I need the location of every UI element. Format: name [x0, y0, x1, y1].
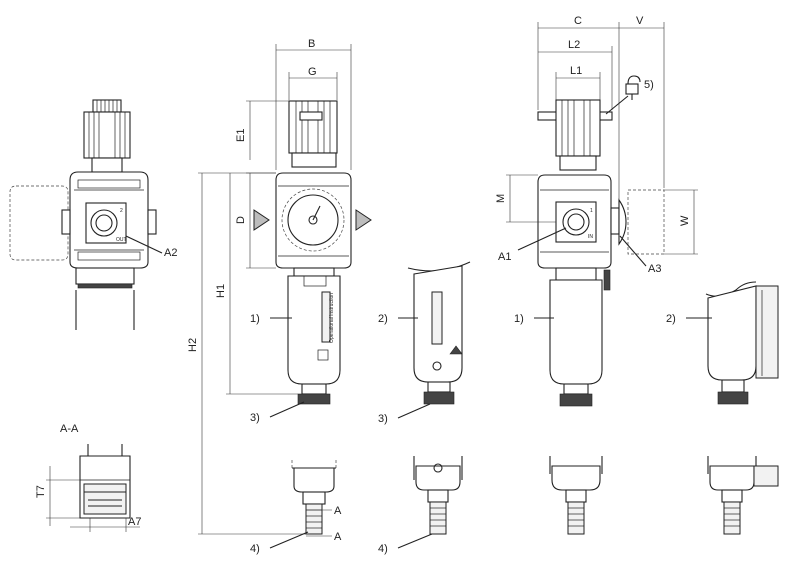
- callout-1-middle: 1): [250, 313, 260, 325]
- side-view-left: OUT 2 A2: [9, 99, 177, 330]
- callout-2-middle: 2): [378, 313, 388, 325]
- label-section-aa: A-A: [60, 423, 79, 435]
- label-m: M: [495, 194, 507, 203]
- label-t7: T7: [35, 485, 47, 498]
- callout-2-right: 2): [666, 313, 676, 325]
- callout-4-middle: 4): [250, 543, 260, 555]
- label-a7: A7: [128, 516, 141, 528]
- label-a-bottom: A: [334, 531, 342, 543]
- port-one-mark: 1: [590, 208, 593, 214]
- label-c: C: [574, 15, 582, 27]
- label-a2: A2: [164, 247, 177, 259]
- label-w: W: [679, 215, 691, 226]
- callout-3-middle: 3): [250, 412, 260, 424]
- port-two-mark: 2: [120, 208, 123, 214]
- bowl-detail-right: 2): [666, 281, 779, 535]
- label-a-top: A: [334, 505, 342, 517]
- label-e1: E1: [235, 129, 247, 142]
- label-a3: A3: [648, 263, 661, 275]
- label-h2: H2: [187, 338, 199, 352]
- label-d: D: [235, 216, 247, 224]
- padlock-icon: [625, 75, 641, 100]
- label-g: G: [308, 66, 317, 78]
- port-out-mark: OUT: [116, 237, 127, 243]
- front-view-middle: Operational instruction A A B G E1: [187, 38, 372, 555]
- callout-4-center: 4): [378, 543, 388, 555]
- front-view-right: IN 1 C V L2 L1: [495, 15, 698, 535]
- label-l2: L2: [568, 39, 580, 51]
- label-a1: A1: [498, 251, 511, 263]
- label-h1: H1: [215, 284, 227, 298]
- bowl-instruction-text: Operational instruction: [329, 293, 335, 343]
- label-v: V: [636, 15, 644, 27]
- label-b: B: [308, 38, 315, 50]
- callout-5: 5): [644, 79, 654, 91]
- bowl-detail-center: 2) 3) 4): [378, 261, 471, 555]
- callout-1-right: 1): [514, 313, 524, 325]
- port-in-mark: IN: [588, 234, 593, 240]
- label-l1: L1: [570, 65, 582, 77]
- callout-3-center: 3): [378, 413, 388, 425]
- section-a-a: A-A T7 A7: [35, 423, 141, 532]
